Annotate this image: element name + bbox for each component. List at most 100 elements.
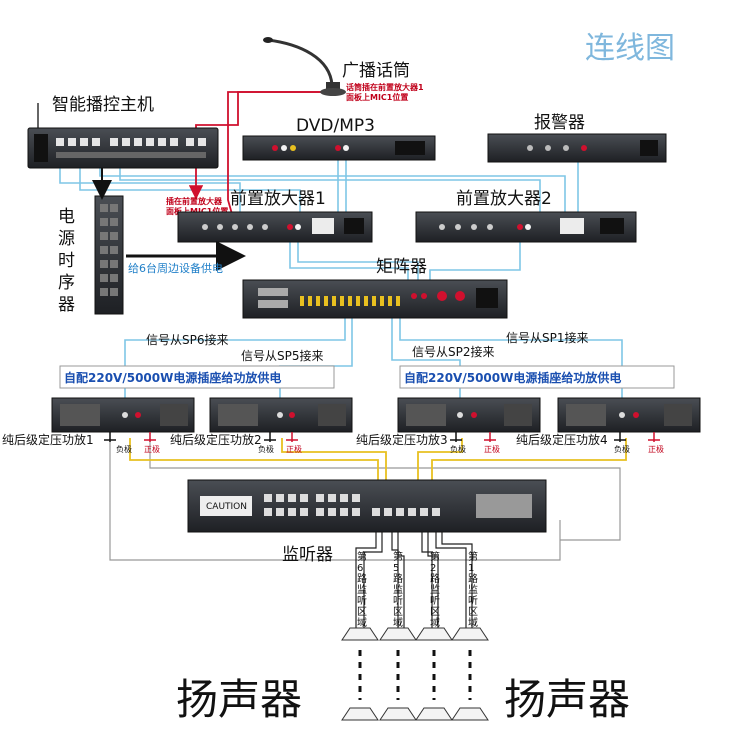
svg-text:1: 1 [468, 563, 474, 574]
preamp2-device [415, 211, 637, 243]
svg-text:第: 第 [430, 550, 440, 563]
svg-text:域: 域 [468, 616, 478, 629]
speaker-label-right: 扬声器 [504, 675, 630, 724]
svg-text:监: 监 [468, 583, 478, 596]
amp3-pos: 正极 [484, 444, 500, 454]
amp-terminals [104, 432, 660, 442]
speaker-icon [415, 627, 453, 641]
svg-text:听: 听 [430, 595, 440, 607]
dvd-device [242, 135, 436, 161]
speaker-icon [379, 707, 417, 721]
amp1-pos: 正极 [144, 444, 160, 454]
sequencer-note: 给6台周边设备供电 [128, 261, 223, 275]
preamp-note-line2: 面板上MIC1位置 [166, 206, 228, 216]
signal-sp5-label: 信号从SP5接来 [241, 348, 324, 363]
speaker-icons-top [341, 627, 489, 641]
svg-text:域: 域 [430, 616, 440, 629]
alarm-label: 报警器 [534, 113, 585, 133]
svg-text:路: 路 [357, 572, 367, 585]
amplifier-4 [557, 397, 701, 433]
dvd-label: DVD/MP3 [296, 116, 375, 136]
blue-wires [59, 150, 623, 400]
svg-text:路: 路 [430, 572, 440, 585]
matrix-device [242, 279, 508, 319]
amp1-label: 纯后级定压功放1 [2, 432, 94, 447]
monitor-device: CAUTION [187, 479, 547, 533]
svg-text:监: 监 [393, 583, 403, 596]
preamp1-label: 前置放大器1 [230, 189, 326, 209]
monitor-label: 监听器 [282, 545, 333, 565]
svg-text:第: 第 [468, 550, 478, 563]
amplifier-1 [51, 397, 195, 433]
zone-1-label: 第 1 路 监 听 区 域 [468, 550, 478, 629]
amplifier-3 [397, 397, 541, 433]
power-banner-right: 自配220V/5000W电源插座给功放供电 [399, 365, 675, 389]
signal-sp1-label: 信号从SP1接来 [506, 330, 589, 345]
svg-text:区: 区 [393, 606, 403, 618]
svg-text:5: 5 [393, 563, 399, 574]
svg-text:区: 区 [468, 606, 478, 618]
speaker-icon [341, 627, 379, 641]
host-device [27, 103, 219, 169]
sequencer-char-5: 器 [58, 295, 75, 315]
amp4-label: 纯后级定压功放4 [516, 432, 608, 447]
svg-text:听: 听 [468, 595, 478, 607]
mic-label: 广播话筒 [342, 61, 410, 81]
preamp1-device [177, 211, 373, 243]
monitor-loops [109, 438, 621, 561]
svg-text:监: 监 [357, 583, 367, 596]
alarm-device [487, 133, 667, 163]
svg-text:域: 域 [393, 616, 403, 629]
power-banner-right-text: 自配220V/5000W电源插座给功放供电 [404, 370, 621, 385]
speaker-icon [379, 627, 417, 641]
power-banner-left-text: 自配220V/5000W电源插座给功放供电 [64, 370, 281, 385]
svg-text:听: 听 [357, 595, 367, 607]
diagram-title: 连线图 [585, 31, 675, 66]
svg-text:2: 2 [430, 563, 436, 574]
amp3-label: 纯后级定压功放3 [356, 432, 448, 447]
mic-note-line2: 面板上MIC1位置 [346, 92, 408, 102]
zone-5-label: 第 5 路 监 听 区 域 [393, 550, 403, 629]
svg-text:域: 域 [357, 616, 367, 629]
svg-text:区: 区 [357, 606, 367, 618]
sequencer-char-2: 源 [58, 229, 75, 249]
amp2-label: 纯后级定压功放2 [170, 432, 262, 447]
amp2-neg: 负极 [258, 444, 274, 454]
svg-text:听: 听 [393, 595, 403, 607]
speaker-icon [451, 707, 489, 721]
mic-note-line1: 话筒插在前置放大器1 [346, 82, 424, 92]
signal-sp6-label: 信号从SP6接来 [146, 332, 229, 347]
speaker-icons-bottom [341, 707, 489, 721]
speaker-icon [415, 707, 453, 721]
matrix-label: 矩阵器 [376, 257, 427, 277]
speaker-chain-dots [358, 650, 472, 700]
amp1-neg: 负极 [116, 444, 132, 454]
speaker-icon [341, 707, 379, 721]
zone-2-label: 第 2 路 监 听 区 域 [430, 550, 440, 629]
svg-text:第: 第 [357, 550, 367, 563]
power-banner-left: 自配220V/5000W电源插座给功放供电 [59, 365, 335, 389]
speaker-icon [451, 627, 489, 641]
preamp2-label: 前置放大器2 [456, 189, 552, 209]
svg-text:区: 区 [430, 606, 440, 618]
host-label: 智能播控主机 [52, 95, 154, 115]
amp4-neg: 负极 [614, 444, 630, 454]
svg-text:6: 6 [357, 563, 363, 574]
svg-text:监: 监 [430, 583, 440, 596]
svg-text:路: 路 [393, 572, 403, 585]
preamp-note-line1: 插在前置放大器 [166, 196, 223, 206]
amplifier-2 [209, 397, 353, 433]
amp3-neg: 负极 [450, 444, 466, 454]
amp2-pos: 正极 [286, 444, 302, 454]
svg-text:路: 路 [468, 572, 478, 585]
speaker-label-left: 扬声器 [176, 675, 302, 724]
sequencer-char-3: 时 [58, 251, 75, 271]
black-zone-wires [355, 532, 473, 628]
amp4-pos: 正极 [648, 444, 664, 454]
zone-6-label: 第 6 路 监 听 区 域 [357, 550, 367, 629]
sequencer-char-4: 序 [58, 273, 75, 293]
svg-text:第: 第 [393, 550, 403, 563]
sequencer-device [94, 195, 124, 315]
microphone-device [263, 37, 346, 96]
